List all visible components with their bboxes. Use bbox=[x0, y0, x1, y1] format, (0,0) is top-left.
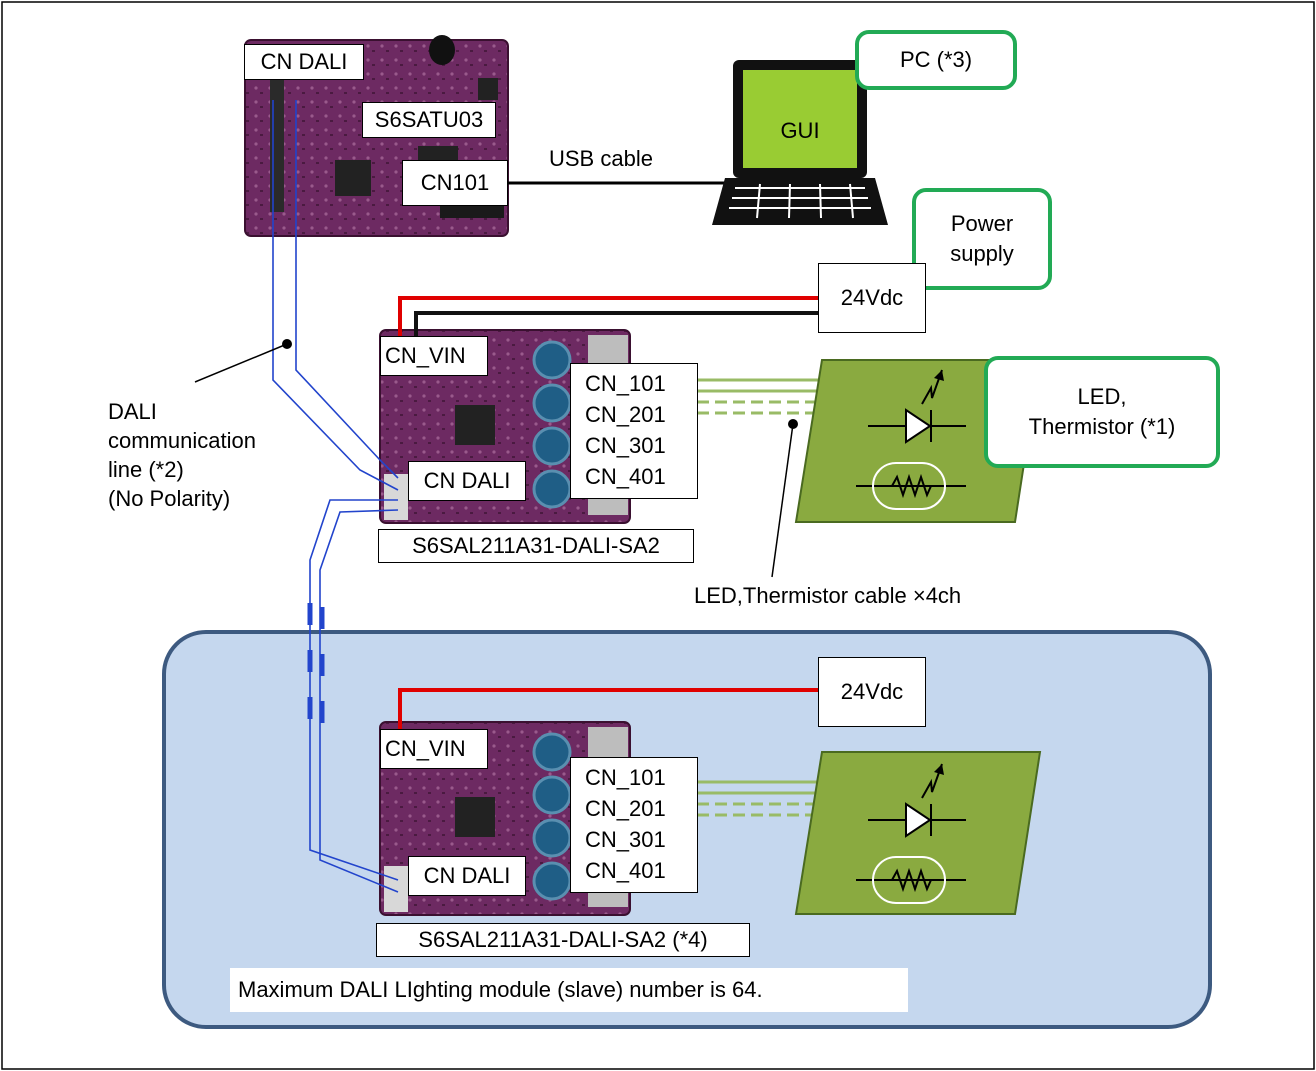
dali-line-note: DALI communication line (*2) (No Polarit… bbox=[108, 399, 256, 511]
led-cables-top bbox=[697, 378, 822, 415]
master-board-name: S6SATU03 bbox=[362, 102, 496, 138]
led-panel-bottom bbox=[794, 751, 1042, 915]
slave-bottom-cn-dali: CN DALI bbox=[408, 856, 526, 896]
slave-top-connector: CN_301 bbox=[585, 433, 666, 458]
slave-top-cn-vin: CN_VIN bbox=[380, 336, 488, 376]
max-modules-note: Maximum DALI LIghting module (slave) num… bbox=[230, 968, 908, 1012]
power-supply-top-voltage: 24Vdc bbox=[818, 263, 926, 333]
laptop-icon bbox=[712, 60, 888, 225]
led-thermistor-callout: LED, Thermistor (*1) bbox=[984, 356, 1220, 468]
slave-top-connector: CN_201 bbox=[585, 402, 666, 427]
slave-bottom-cn-vin: CN_VIN bbox=[380, 729, 488, 769]
slave-bottom-connector-list: CN_101 CN_201 CN_301 CN_401 bbox=[570, 757, 698, 893]
usb-cable-label: USB cable bbox=[549, 146, 653, 171]
led-thermistor-cable-label: LED,Thermistor cable ×4ch bbox=[694, 583, 962, 608]
slave-bottom-connector: CN_301 bbox=[585, 827, 666, 852]
dali-line-master-to-slave bbox=[272, 100, 399, 491]
pc-callout: PC (*3) bbox=[855, 30, 1017, 90]
pc-screen-label: GUI bbox=[780, 118, 820, 143]
dali-note-pointer-dot bbox=[282, 339, 292, 349]
slave-top-board-name: S6SAL211A31-DALI-SA2 bbox=[378, 529, 694, 563]
power-supply-bottom-voltage: 24Vdc bbox=[818, 657, 926, 727]
slave-top-connector-list: CN_101 CN_201 CN_301 CN_401 bbox=[570, 363, 698, 499]
led-cable-pointer-dot bbox=[788, 419, 798, 429]
led-panel-top bbox=[794, 359, 1042, 523]
master-cn-dali-label: CN DALI bbox=[244, 44, 364, 80]
slave-bottom-connector: CN_401 bbox=[585, 858, 666, 883]
dali-line-slave-to-slave bbox=[309, 499, 399, 893]
master-usb-port-label: CN101 bbox=[402, 160, 508, 206]
dali-line-continuation-dashes bbox=[307, 603, 325, 723]
slave-bottom-connector: CN_201 bbox=[585, 796, 666, 821]
slave-top-connector: CN_101 bbox=[585, 371, 666, 396]
slave-top-connector: CN_401 bbox=[585, 464, 666, 489]
dali-note-pointer bbox=[194, 343, 288, 383]
slave-bottom-connector: CN_101 bbox=[585, 765, 666, 790]
power-supply-callout: Power supply bbox=[912, 188, 1052, 290]
led-cables-bottom bbox=[697, 780, 822, 817]
slave-bottom-board-name: S6SAL211A31-DALI-SA2 (*4) bbox=[376, 923, 750, 957]
slave-top-cn-dali: CN DALI bbox=[408, 461, 526, 501]
led-cable-pointer bbox=[771, 423, 794, 578]
power-wires-top bbox=[398, 296, 820, 340]
power-wire-bottom bbox=[398, 688, 820, 732]
